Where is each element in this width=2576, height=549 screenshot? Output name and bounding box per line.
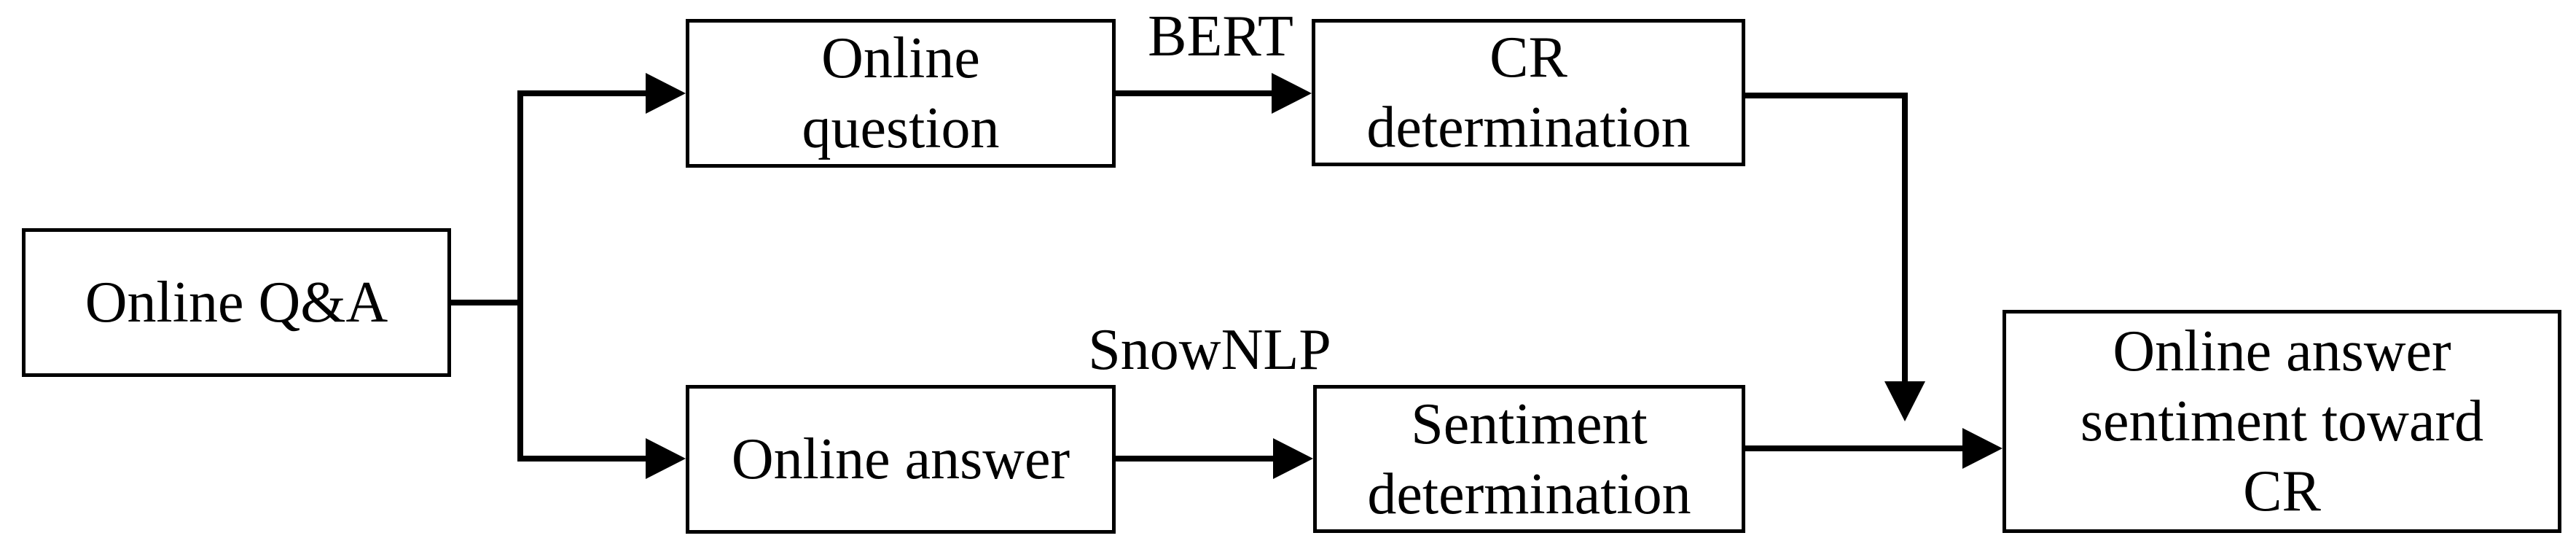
node-cr-determination: CR determination — [1312, 19, 1745, 166]
node-online-answer-sentiment-toward-cr: Online answer sentiment toward CR — [2003, 310, 2561, 533]
edge-answer-to-sentiment-arrowhead — [1273, 438, 1313, 479]
edge-qa-split-trunk — [517, 90, 523, 462]
edge-qa-to-answer-arrowhead — [646, 438, 686, 479]
node-online-qa: Online Q&A — [22, 228, 451, 377]
edge-label-bert: BERT — [1148, 4, 1293, 69]
edge-question-to-cr-arrowhead — [1272, 73, 1312, 114]
edge-answer-to-sentiment-line — [1116, 456, 1275, 462]
node-online-question-label: Online question — [802, 26, 1000, 160]
edge-qa-split-stub — [451, 300, 523, 305]
node-sentiment-determination: Sentiment determination — [1313, 385, 1745, 533]
node-sentiment-determination-label: Sentiment determination — [1367, 392, 1691, 526]
edge-qa-to-answer-line — [517, 456, 649, 462]
node-online-question: Online question — [686, 19, 1116, 168]
node-online-answer-sentiment-toward-cr-label: Online answer sentiment toward CR — [2080, 319, 2484, 523]
node-cr-determination-label: CR determination — [1366, 26, 1691, 160]
edge-sentiment-to-final-line — [1745, 445, 1962, 451]
node-online-answer: Online answer — [686, 385, 1116, 534]
edge-label-snownlp: SnowNLP — [1088, 318, 1331, 382]
edge-cr-to-final-hline — [1745, 93, 1908, 98]
edge-cr-to-final-vline — [1902, 93, 1908, 381]
edge-sentiment-to-final-arrowhead — [1962, 428, 2003, 469]
edge-cr-to-final-arrowhead — [1884, 381, 1925, 421]
edge-qa-to-question-line — [517, 90, 649, 96]
edge-question-to-cr-line — [1116, 90, 1273, 96]
node-online-qa-label: Online Q&A — [85, 270, 388, 335]
edge-qa-to-question-arrowhead — [646, 73, 686, 114]
node-online-answer-label: Online answer — [731, 427, 1070, 491]
